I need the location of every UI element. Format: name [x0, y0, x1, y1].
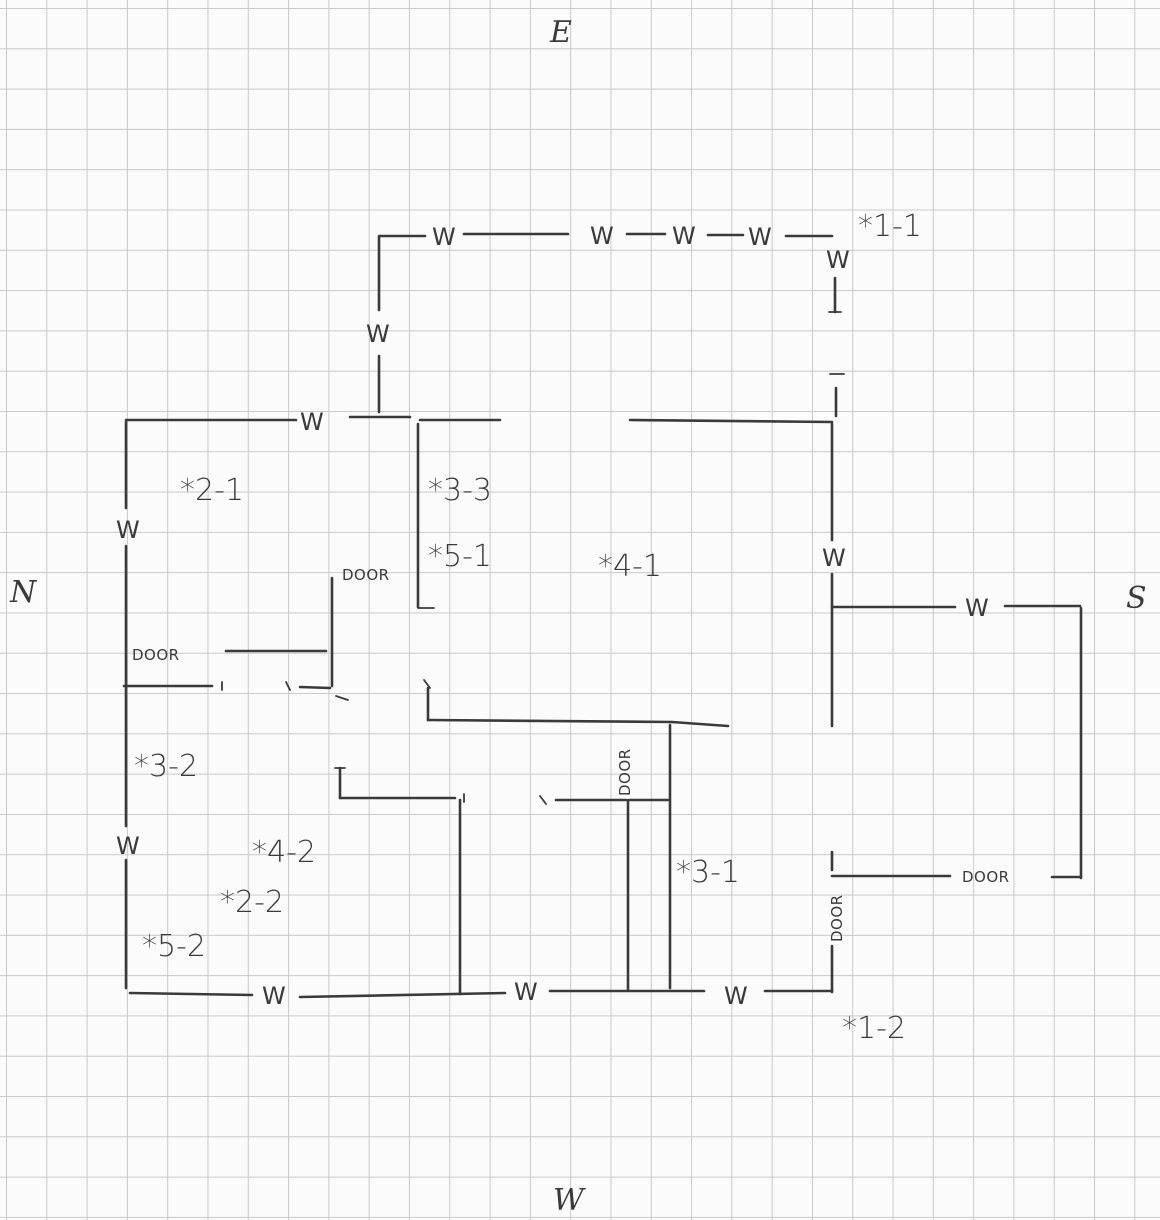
- window-mark: W: [672, 222, 696, 250]
- room-label: *5-2: [142, 929, 206, 964]
- main-top-wall: [124, 415, 834, 424]
- compass-south: S: [1126, 581, 1147, 616]
- window-mark: W: [724, 982, 748, 1010]
- room-label: *3-3: [428, 473, 492, 508]
- window-mark: W: [116, 516, 140, 544]
- door-mark: DOOR: [342, 566, 390, 584]
- room-label: *3-2: [134, 749, 198, 784]
- compass-west: W: [553, 1183, 586, 1218]
- door-mark: DOOR: [962, 868, 1010, 886]
- door-mark-vertical: DOOR: [616, 748, 634, 796]
- window-mark: W: [590, 222, 614, 250]
- window-mark: W: [822, 544, 846, 572]
- window-mark: W: [748, 223, 772, 251]
- window-mark: W: [116, 832, 140, 860]
- room-label: *2-1: [180, 473, 244, 508]
- door-mark-vertical: DOOR: [828, 894, 846, 942]
- interior-walls: [122, 422, 730, 996]
- window-mark: W: [514, 978, 538, 1006]
- room-label: *1-2: [842, 1011, 906, 1046]
- room-label: *5-1: [428, 539, 492, 574]
- room-label: *3-1: [676, 855, 740, 890]
- window-mark: W: [262, 982, 286, 1010]
- window-mark: W: [826, 246, 850, 274]
- room-label: *2-2: [220, 885, 284, 920]
- room-label: *4-2: [252, 835, 316, 870]
- south-annex-walls: [830, 604, 1083, 880]
- window-mark: W: [366, 320, 390, 348]
- room-label: *1-1: [858, 209, 922, 244]
- window-mark: W: [965, 594, 989, 622]
- window-mark: W: [432, 223, 456, 251]
- upper-wing-top-wall: [378, 232, 834, 238]
- upper-wing-right-wall: [828, 276, 845, 418]
- compass-north: N: [9, 575, 38, 610]
- door-mark: DOOR: [132, 646, 180, 664]
- room-label: *4-1: [598, 549, 662, 584]
- main-bottom-wall: [128, 989, 834, 999]
- window-mark: W: [300, 408, 324, 436]
- compass-east: E: [549, 15, 572, 50]
